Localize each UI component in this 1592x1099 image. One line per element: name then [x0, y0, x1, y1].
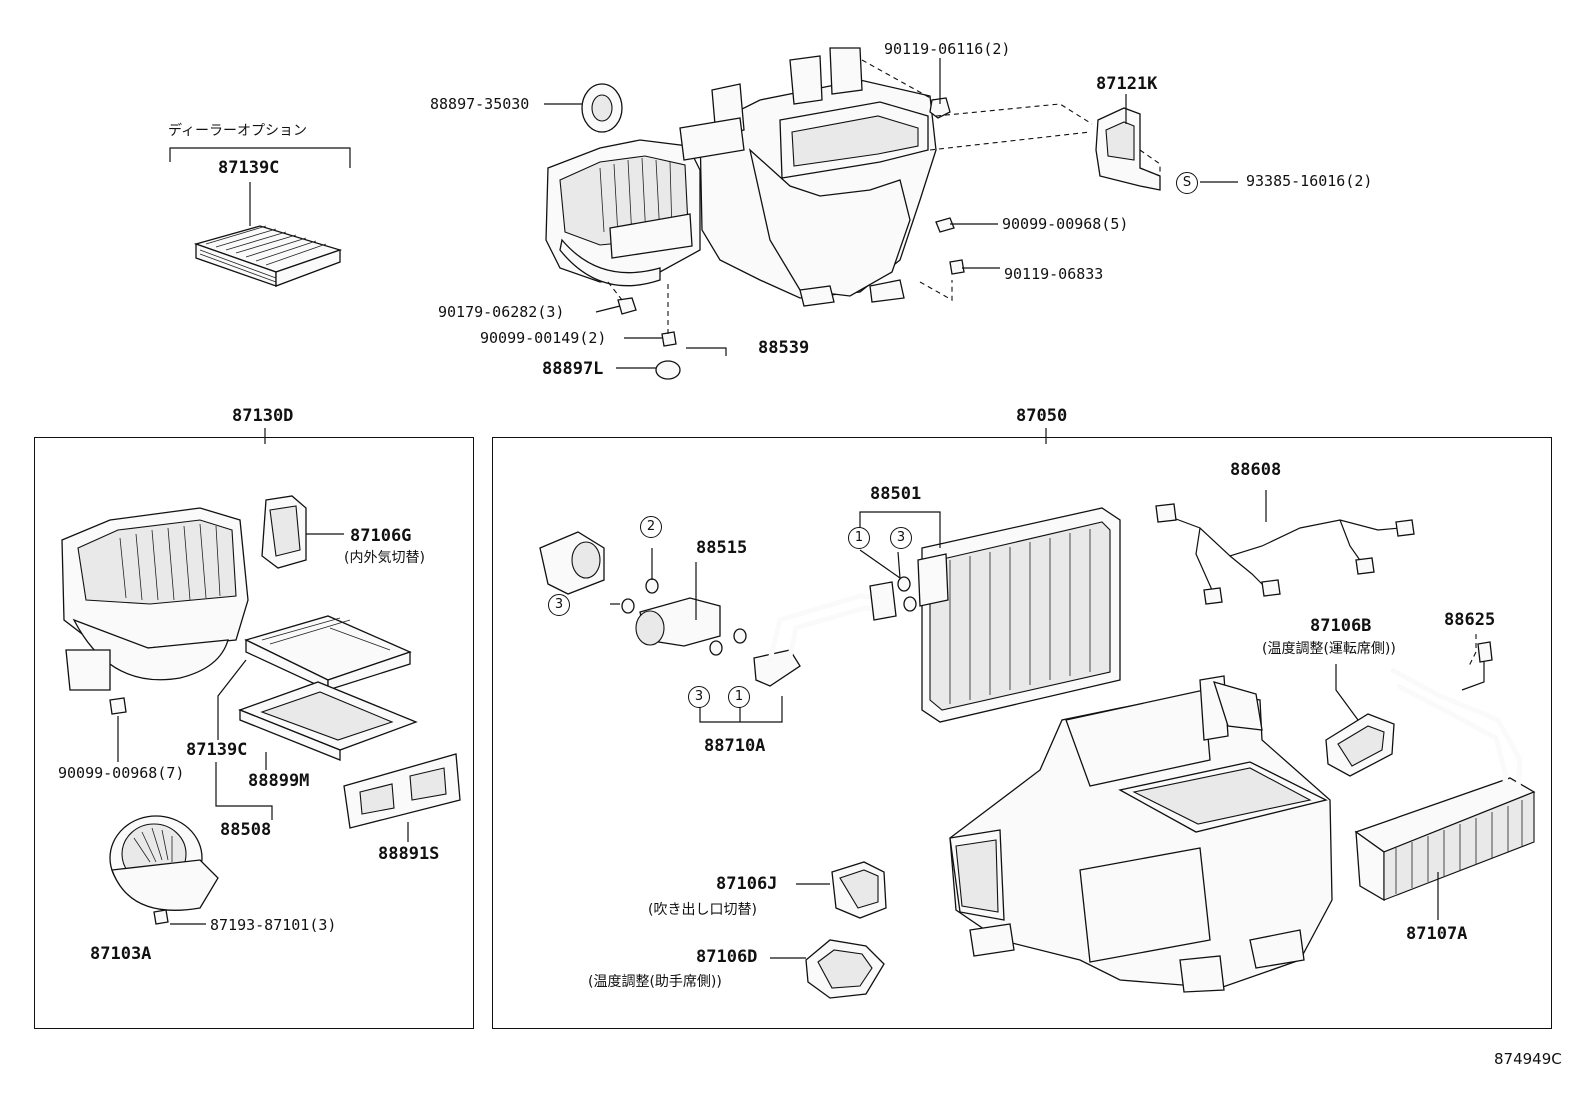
- heater-group-box: [492, 437, 1552, 1029]
- label-88891S[interactable]: 88891S: [378, 844, 440, 864]
- label-87106D-note: (温度調整(助手席側)): [588, 974, 722, 990]
- label-93385-16016[interactable]: 93385-16016(2): [1246, 172, 1373, 190]
- filter-dealer-option-drawing: [169, 147, 351, 287]
- marker-s[interactable]: S: [1176, 172, 1198, 194]
- label-87107A[interactable]: 87107A: [1406, 924, 1468, 944]
- label-88515[interactable]: 88515: [696, 538, 748, 558]
- top-hvac-unit-drawing: [544, 47, 1238, 384]
- label-87193-87101[interactable]: 87193-87101(3): [210, 916, 337, 934]
- label-87106J[interactable]: 87106J: [716, 874, 778, 894]
- marker-3-pipe[interactable]: 3: [688, 686, 710, 708]
- label-90119-06833[interactable]: 90119-06833: [1004, 265, 1104, 283]
- marker-2[interactable]: 2: [640, 516, 662, 538]
- label-87139C[interactable]: 87139C: [186, 740, 248, 760]
- marker-1-pipe[interactable]: 1: [728, 686, 750, 708]
- marker-3-evap[interactable]: 3: [890, 527, 912, 549]
- heater-core-assembly-drawing: [539, 428, 1536, 999]
- label-90119-06116[interactable]: 90119-06116(2): [884, 40, 1011, 58]
- label-87106D[interactable]: 87106D: [696, 947, 758, 967]
- label-90099-00149[interactable]: 90099-00149(2): [480, 329, 607, 347]
- diagram-id: 874949C: [1494, 1050, 1562, 1068]
- blower-assembly-drawing: [61, 428, 461, 925]
- label-87106J-note: (吹き出し口切替): [648, 902, 757, 918]
- label-87106G[interactable]: 87106G: [350, 526, 412, 546]
- label-88897-35030[interactable]: 88897-35030: [430, 95, 530, 113]
- label-90099-00968-7[interactable]: 90099-00968(7): [58, 764, 185, 782]
- label-87106B-note: (温度調整(運転席側)): [1262, 641, 1396, 657]
- label-88501[interactable]: 88501: [870, 484, 922, 504]
- label-88539[interactable]: 88539: [758, 338, 810, 358]
- label-90179-06282[interactable]: 90179-06282(3): [438, 303, 565, 321]
- label-87139C-top[interactable]: 87139C: [218, 158, 280, 178]
- label-87103A[interactable]: 87103A: [90, 944, 152, 964]
- marker-3-left[interactable]: 3: [548, 594, 570, 616]
- marker-1-evap[interactable]: 1: [848, 527, 870, 549]
- label-88625[interactable]: 88625: [1444, 610, 1496, 630]
- label-dealer-option: ディーラーオプション: [168, 123, 308, 139]
- label-88608[interactable]: 88608: [1230, 460, 1282, 480]
- label-87106B[interactable]: 87106B: [1310, 616, 1372, 636]
- label-87106G-note: (内外気切替): [344, 550, 425, 566]
- blower-group-box: [34, 437, 474, 1029]
- label-87130D[interactable]: 87130D: [232, 406, 294, 426]
- label-90099-00968-5[interactable]: 90099-00968(5): [1002, 215, 1129, 233]
- label-88508[interactable]: 88508: [220, 820, 272, 840]
- label-87050[interactable]: 87050: [1016, 406, 1068, 426]
- label-88897L[interactable]: 88897L: [542, 359, 604, 379]
- label-87121K[interactable]: 87121K: [1096, 74, 1158, 94]
- label-88899M[interactable]: 88899M: [248, 771, 310, 791]
- label-88710A[interactable]: 88710A: [704, 736, 766, 756]
